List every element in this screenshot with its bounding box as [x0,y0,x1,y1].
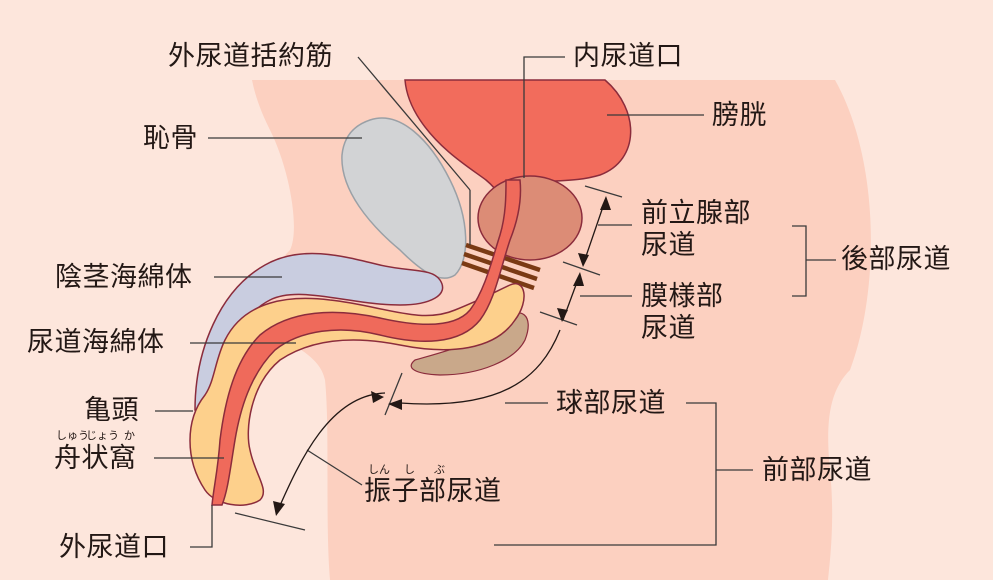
corpus-cavernosum-shape [194,252,444,411]
ruby-fossa-1: しゅう [56,429,89,442]
ruby-pendulous-3: ぶ [434,463,445,476]
label-external-urethral-orifice: 外尿道口 [59,532,169,563]
label-bladder: 膀胱 [712,100,767,131]
leader-lines [154,56,836,548]
label-posterior-urethra: 後部尿道 [841,244,951,275]
ruby-fossa-2: じょう [86,429,119,442]
label-anterior-urethra: 前部尿道 [762,455,872,486]
label-internal-urethral-orifice: 内尿道口 [573,41,683,72]
label-glans: 亀頭 [84,395,139,426]
label-prostatic-urethra-line1: 前立腺部 [641,198,751,229]
ruby-fossa-3: か [124,429,135,442]
label-membranous-urethra-line1: 膜様部 [641,281,724,312]
segment-ticks [234,185,623,531]
prostate-shape [477,175,583,261]
label-pubic-bone: 恥骨 [143,123,198,154]
label-corpus-spongiosum: 尿道海綿体 [27,327,165,358]
ruby-pendulous-1: しん [368,463,390,476]
label-external-sphincter: 外尿道括約筋 [168,41,333,72]
label-membranous-urethra-line2: 尿道 [641,313,696,344]
arrow-heads [273,196,611,516]
label-membranous-urethra: 膜様部 尿道 [641,281,724,345]
label-prostatic-urethra-line2: 尿道 [641,230,696,261]
label-bulbar-urethra: 球部尿道 [556,388,666,419]
ruby-pendulous-2: し [404,463,415,476]
label-pendulous-urethra: 振子部尿道 [364,476,502,507]
label-corpus-cavernosum: 陰茎海綿体 [55,262,193,293]
label-prostatic-urethra: 前立腺部 尿道 [641,198,751,262]
label-fossa-navicularis: 舟状窩 [54,443,137,474]
